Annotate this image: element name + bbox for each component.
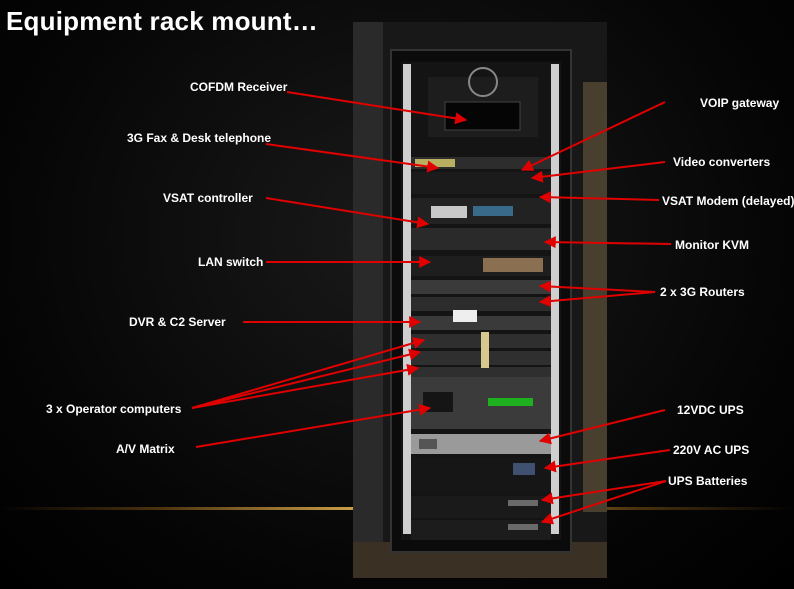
label-av-matrix: A/V Matrix — [116, 442, 175, 456]
label-video-converters: Video converters — [673, 155, 771, 169]
arrow-cofdm — [286, 91, 468, 125]
arrow-operator-2 — [191, 348, 422, 409]
label-3g-fax: 3G Fax & Desk telephone — [127, 131, 272, 145]
label-voip-gateway: VOIP gateway — [700, 96, 780, 110]
arrow-operator-3 — [191, 363, 420, 409]
label-vsat-modem: VSAT Modem (delayed) — [662, 194, 794, 208]
arrow-vsat-controller — [265, 197, 430, 229]
arrow-kvm — [543, 236, 672, 249]
arrow-battery-2 — [540, 480, 667, 525]
slide-title: Equipment rack mount… — [6, 6, 318, 36]
arrow-vsat-modem — [538, 191, 660, 204]
arrow-video-converters — [530, 161, 666, 183]
label-cofdm-receiver: COFDM Receiver — [190, 80, 288, 94]
equipment-rack-photo — [353, 22, 607, 578]
arrow-operator-1 — [191, 337, 426, 409]
label-monitor-kvm: Monitor KVM — [675, 238, 749, 252]
arrow-battery-1 — [540, 480, 667, 505]
arrow-220v-ups — [543, 449, 671, 473]
label-lan-switch: LAN switch — [198, 255, 264, 269]
label-ups-batteries: UPS Batteries — [668, 474, 748, 488]
label-3g-routers: 2 x 3G Routers — [660, 285, 745, 299]
label-vsat-controller: VSAT controller — [163, 191, 253, 205]
arrow-router-2 — [538, 291, 656, 308]
arrow-av-matrix — [195, 403, 432, 448]
label-12vdc-ups: 12VDC UPS — [677, 403, 744, 417]
arrow-router-1 — [538, 280, 656, 293]
arrow-12v-ups — [538, 409, 666, 445]
label-dvr-c2-server: DVR & C2 Server — [129, 315, 226, 329]
arrow-fax — [265, 143, 440, 173]
label-operator-computers: 3 x Operator computers — [46, 402, 182, 416]
label-220v-ac-ups: 220V AC UPS — [673, 443, 750, 457]
arrow-voip — [520, 101, 666, 171]
